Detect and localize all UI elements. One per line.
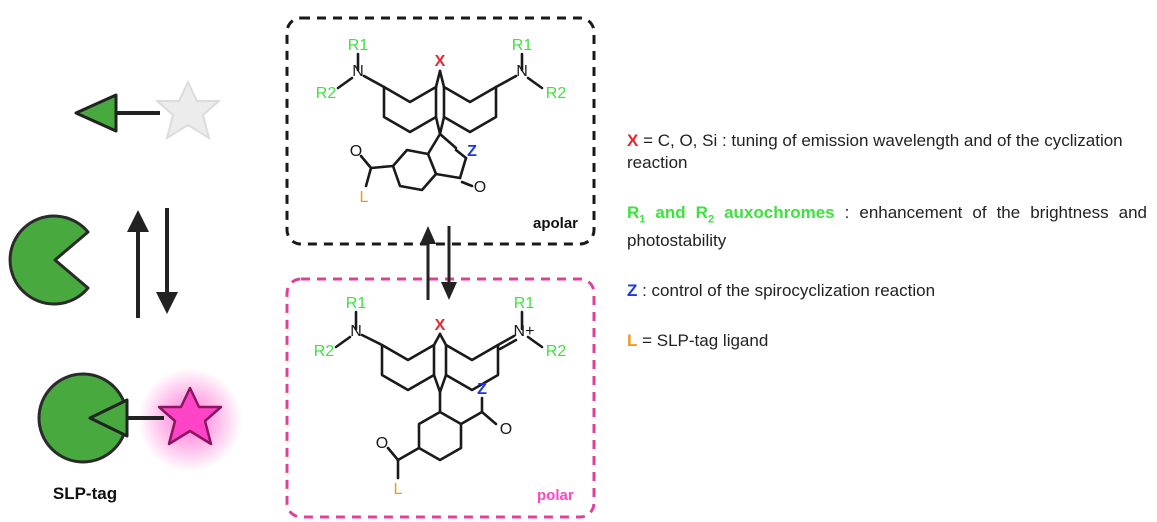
atom-o: O — [500, 421, 512, 438]
slp-tag-protein-icon — [8, 214, 90, 306]
r2-sub: 2 — [707, 213, 715, 226]
legend-x-key: X — [627, 131, 639, 150]
binding-equilibrium-arrows — [127, 208, 178, 318]
legend-x-text: = C, O, Si : tuning of emission waveleng… — [627, 131, 1123, 172]
slp-tag-label: SLP-tag — [53, 484, 117, 503]
closed-form-labels: X N N R1 R2 R1 R2 Z O O L — [316, 37, 567, 206]
legend-x: X = C, O, Si : tuning of emission wavele… — [627, 130, 1147, 174]
free-ligand-dark-dye — [74, 79, 222, 141]
atom-l: L — [394, 481, 403, 498]
legend-r-text: : enhancement of the brightness and phot… — [627, 203, 1148, 251]
closed-form-structure — [336, 52, 544, 192]
legend-l-text: = SLP-tag ligand — [637, 331, 769, 351]
r1-sub: 1 — [639, 213, 646, 226]
atom-n: N — [350, 323, 362, 340]
atom-o: O — [350, 143, 362, 160]
ligand-triangle-icon — [74, 93, 118, 133]
polar-label: polar — [537, 487, 574, 504]
spirocyclization-equilibrium-arrows — [420, 226, 457, 300]
atom-r1: R1 — [514, 295, 535, 312]
legend-z: Z : control of the spirocyclization reac… — [627, 280, 1147, 302]
legend: X = C, O, Si : tuning of emission wavele… — [627, 130, 1147, 380]
atom-o: O — [474, 179, 486, 196]
r1-letter: R — [627, 203, 640, 222]
atom-r1: R1 — [346, 295, 367, 312]
polar-box — [285, 277, 596, 519]
atom-n: N — [352, 63, 364, 80]
atom-r2: R2 — [546, 343, 567, 360]
atom-n-plus: N+ — [514, 323, 535, 340]
atom-l: L — [360, 189, 369, 206]
apolar-label: apolar — [533, 215, 578, 232]
and-word: and — [645, 203, 696, 222]
open-form-structure — [334, 310, 544, 480]
legend-z-text: : control of the spirocyclization reacti… — [637, 281, 936, 301]
atom-z: Z — [477, 381, 487, 398]
atom-x: X — [435, 53, 446, 70]
legend-l-key: L — [627, 331, 638, 351]
atom-x: X — [435, 317, 446, 334]
atom-r1: R1 — [348, 37, 369, 54]
legend-r-key: R1 and R2 auxochromes — [627, 203, 835, 226]
r2-letter: R — [695, 203, 708, 222]
grey-star-icon — [154, 79, 222, 141]
atom-z: Z — [467, 143, 477, 160]
bound-complex-bright-dye — [37, 368, 242, 472]
pink-star-icon — [157, 386, 223, 446]
atom-o: O — [376, 435, 388, 452]
atom-r2: R2 — [316, 85, 337, 102]
apolar-box — [285, 16, 596, 246]
open-form-labels: X N N+ R1 R2 R1 R2 Z O O L — [314, 295, 567, 498]
atom-r2: R2 — [546, 85, 567, 102]
legend-l: L = SLP-tag ligand — [627, 330, 1147, 352]
atom-r1: R1 — [512, 37, 533, 54]
legend-z-key: Z — [627, 281, 638, 301]
legend-r: R1 and R2 auxochromes : enhancement of t… — [627, 202, 1147, 252]
atom-n: N — [516, 63, 528, 80]
atom-r2: R2 — [314, 343, 335, 360]
auxochromes-word: auxochromes — [714, 203, 835, 222]
